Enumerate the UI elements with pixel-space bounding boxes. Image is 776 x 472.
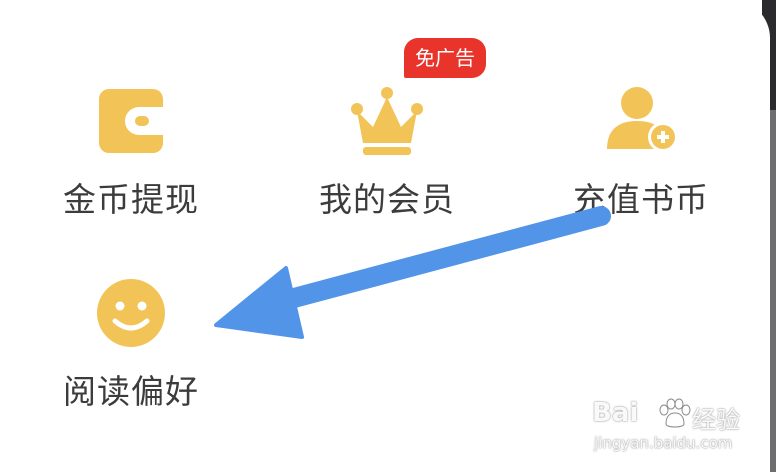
wallet-icon — [95, 85, 167, 157]
menu-item-label: 阅读偏好 — [63, 372, 199, 411]
no-ads-badge: 免广告 — [404, 38, 486, 78]
menu-item-label: 我的会员 — [319, 180, 455, 219]
crown-icon — [351, 85, 423, 157]
watermark: Bai 经验 jingyan.baidu.com — [592, 398, 762, 460]
smiley-icon — [95, 277, 167, 349]
menu-item-label: 充值书币 — [573, 180, 709, 219]
user-add-icon — [605, 85, 677, 157]
menu-item-my-membership[interactable]: 我的会员 — [287, 85, 487, 235]
watermark-url: jingyan.baidu.com — [594, 434, 733, 452]
watermark-suffix: 经验 — [692, 406, 740, 434]
menu-item-withdraw-coins[interactable]: 金币提现 — [31, 85, 231, 235]
watermark-brand: Bai — [592, 398, 639, 428]
menu-item-reading-preferences[interactable]: 阅读偏好 — [31, 277, 231, 427]
paw-icon — [656, 398, 692, 430]
menu-item-label: 金币提现 — [63, 180, 199, 219]
menu-item-recharge-book-coins[interactable]: 充值书币 — [541, 85, 741, 235]
